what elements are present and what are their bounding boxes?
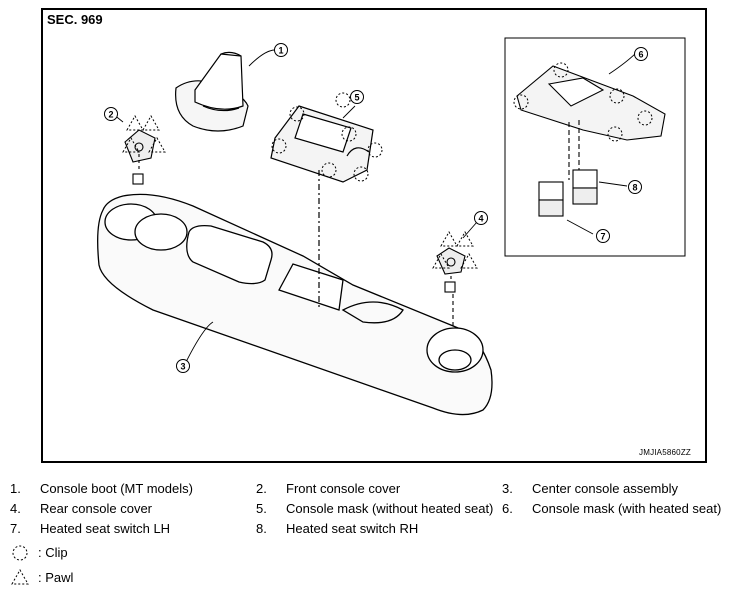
callout-3: 3 bbox=[180, 362, 185, 372]
legend-item-6: 6.Console mask (with heated seat) bbox=[502, 501, 722, 516]
pawl-icon bbox=[11, 568, 29, 585]
pawl-markers bbox=[122, 114, 478, 269]
legend-item-4: 4.Rear console cover bbox=[10, 501, 152, 516]
legend-item-1: 1.Console boot (MT models) bbox=[10, 481, 193, 496]
callout-1: 1 bbox=[278, 46, 283, 56]
legend-item-2: 2.Front console cover bbox=[256, 481, 401, 496]
section-label: SEC. 969 bbox=[47, 12, 103, 27]
console-boot bbox=[175, 51, 249, 132]
clip-legend-label: : Clip bbox=[38, 545, 68, 560]
front-console-cover bbox=[124, 129, 156, 185]
rear-console-cover bbox=[436, 247, 466, 328]
center-console-assembly bbox=[97, 193, 493, 416]
legend-item-8: 8.Heated seat switch RH bbox=[256, 521, 419, 536]
legend-item-7: 7.Heated seat switch LH bbox=[10, 521, 171, 536]
callout-8: 8 bbox=[632, 183, 637, 193]
legend-item-5: 5.Console mask (without heated seat) bbox=[256, 501, 494, 516]
callout-7: 7 bbox=[600, 232, 605, 242]
legend-item-3: 3.Center console assembly bbox=[502, 481, 678, 496]
callout-circles bbox=[104, 43, 648, 373]
exploded-view-figure: SEC. 969 bbox=[41, 8, 707, 463]
callout-numbers: 1 2 3 4 5 6 7 8 bbox=[108, 46, 643, 372]
pawl-legend-label: : Pawl bbox=[38, 570, 74, 585]
console-mask-without-heated-seat bbox=[270, 105, 374, 310]
console-diagram: 1 2 3 4 5 6 7 8 bbox=[97, 37, 686, 416]
clip-markers bbox=[271, 62, 653, 182]
clip-icon bbox=[12, 545, 28, 561]
heated-seat-inset bbox=[504, 37, 686, 257]
callout-4: 4 bbox=[478, 214, 483, 224]
callout-2: 2 bbox=[108, 110, 113, 120]
callout-6: 6 bbox=[638, 50, 643, 60]
callout-5: 5 bbox=[354, 93, 359, 103]
image-code: JMJIA5860ZZ bbox=[639, 448, 691, 457]
